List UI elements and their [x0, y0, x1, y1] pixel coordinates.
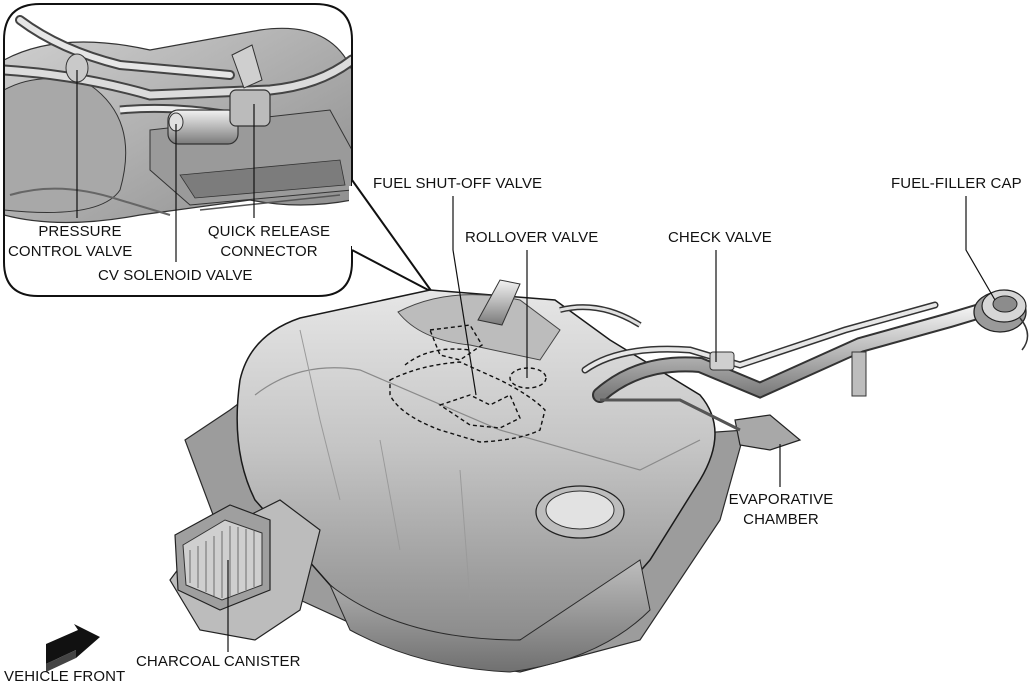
pressure-control-valve-label-line2: CONTROL VALVE: [8, 243, 133, 260]
pressure-control-valve-label-line1: PRESSURE: [38, 223, 122, 240]
inset-detail-view: [3, 3, 433, 297]
filler-pipe-assembly: [559, 289, 1029, 403]
leader-lines: [227, 196, 996, 652]
evaporative-chamber-label-line2: CHAMBER: [743, 511, 819, 528]
fuel-tank: [184, 279, 746, 673]
quick-release-connector-label-line1: QUICK RELEASE: [207, 223, 331, 240]
internal-valves-dashed: [389, 324, 547, 443]
evaporative-chamber-label-line1: EVAPORATIVE: [728, 491, 834, 508]
charcoal-canister: [169, 499, 321, 641]
rollover-valve-label: ROLLOVER VALVE: [465, 229, 599, 246]
charcoal-canister-label: CHARCOAL CANISTER: [136, 653, 301, 670]
evaporative-chamber: [600, 398, 802, 451]
quick-release-connector-label-line2: CONNECTOR: [220, 243, 318, 260]
vehicle-front-arrow: [46, 624, 100, 672]
cv-solenoid-valve-label: CV SOLENOID VALVE: [98, 267, 253, 284]
fuel-filler-cap-label: FUEL-FILLER CAP: [891, 175, 1022, 192]
vehicle-front-label: VEHICLE FRONT: [4, 668, 126, 685]
fuel-shutoff-valve-label: FUEL SHUT-OFF VALVE: [373, 175, 543, 192]
check-valve-label: CHECK VALVE: [668, 229, 772, 246]
